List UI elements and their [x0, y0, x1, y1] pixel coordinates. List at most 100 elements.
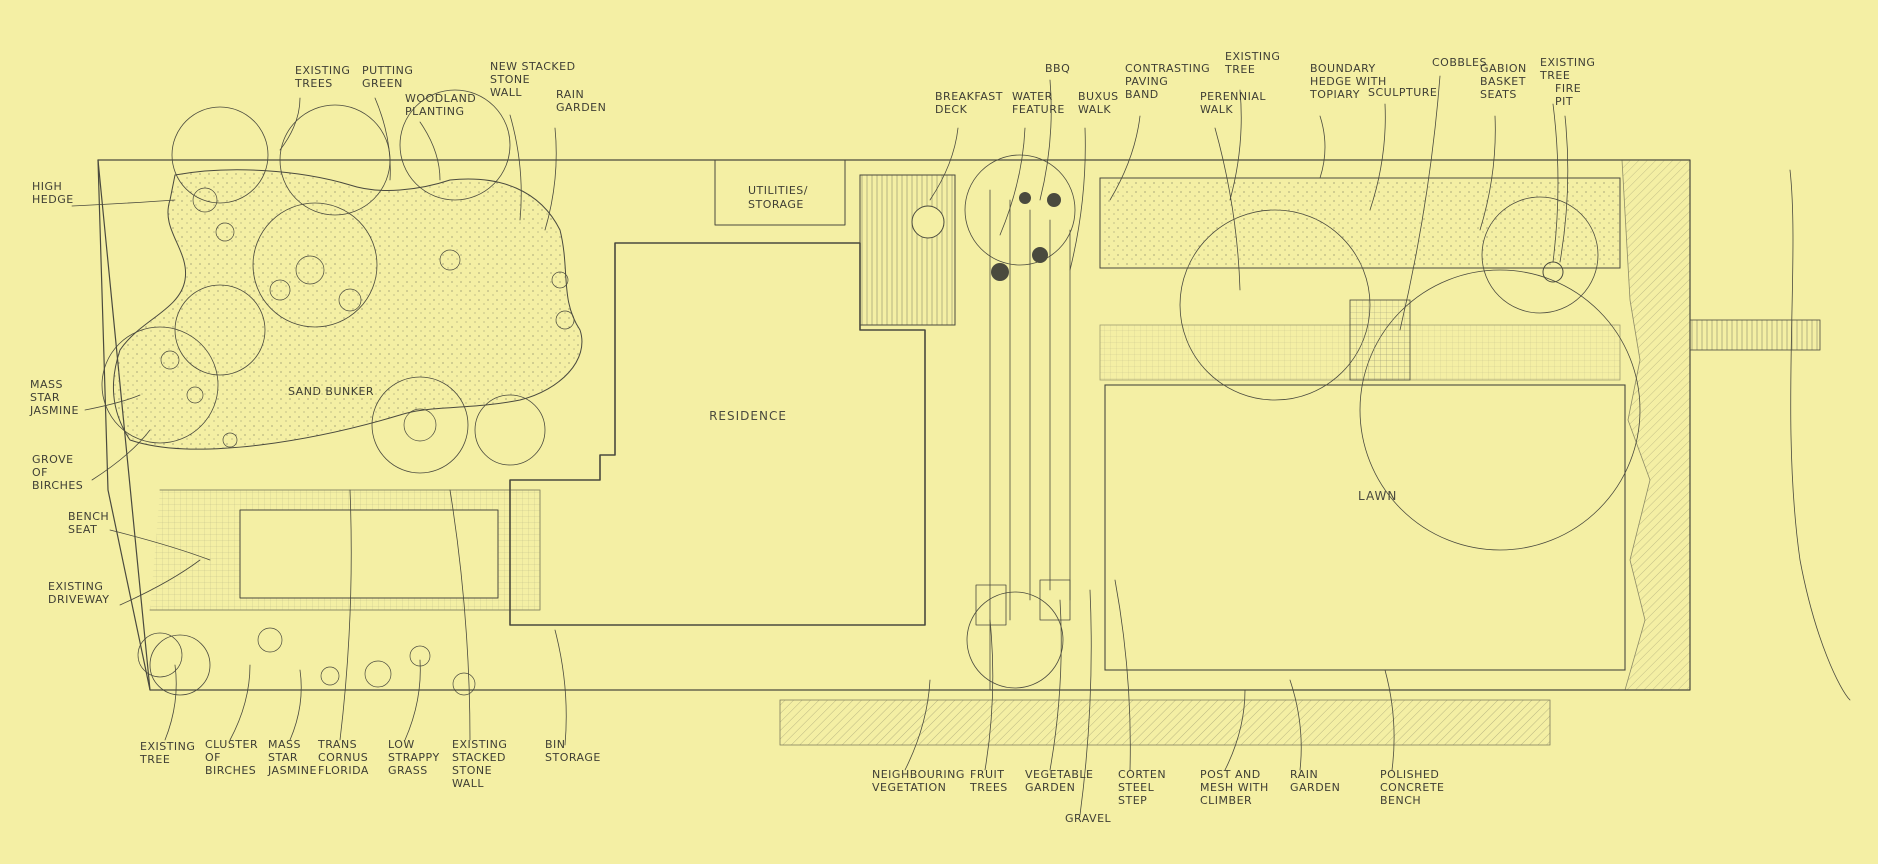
- annotation-line: BASKET: [1480, 75, 1526, 88]
- residence-label: RESIDENCE: [709, 409, 787, 423]
- annotation-line: SEATS: [1480, 88, 1517, 101]
- leader-line: [1049, 599, 1062, 771]
- annotation-line: POST AND: [1200, 768, 1261, 781]
- annotation-line: STONE: [490, 73, 530, 86]
- annotation-line: GARDEN: [1025, 781, 1075, 794]
- leader-line: [1289, 679, 1302, 771]
- leader-line: [449, 489, 471, 741]
- annotation-line: GREEN: [362, 77, 403, 90]
- annotation-line: FEATURE: [1012, 103, 1065, 116]
- shrub-clusters: [137, 187, 575, 696]
- annotation-line: STORAGE: [545, 751, 601, 764]
- annotation-line: DRIVEWAY: [48, 593, 110, 606]
- annotation-line: OF: [32, 466, 48, 479]
- annotation-line: BREAKFAST: [935, 90, 1003, 103]
- lawn-label: LAWN: [1358, 489, 1397, 503]
- annotation-line: FIRE: [1555, 82, 1581, 95]
- annotation-line: GRASS: [388, 764, 428, 777]
- neighbouring-vegetation-band: [779, 699, 1551, 746]
- annotation-line: CORNUS: [318, 751, 368, 764]
- annotation-line: MESH WITH: [1200, 781, 1269, 794]
- leader-line: [419, 121, 441, 181]
- annotation-line: LOW: [388, 738, 415, 751]
- outer-boundary-curve: [1789, 169, 1851, 701]
- annotation-line: GROVE: [32, 453, 74, 466]
- breakfast-deck: [859, 174, 956, 326]
- buxus-walk-strips: [975, 189, 1071, 691]
- utilities-line-2: STORAGE: [748, 198, 804, 211]
- annotation-line: BOUNDARY: [1310, 62, 1376, 75]
- front-garden-beds: [112, 169, 583, 611]
- annotation-line: COBBLES: [1432, 56, 1487, 69]
- annotation-line: STRAPPY: [388, 751, 440, 764]
- annotation-line: NEIGHBOURING: [872, 768, 965, 781]
- annotation-line: SCULPTURE: [1368, 86, 1437, 99]
- annotation-line: HEDGE WITH: [1310, 75, 1387, 88]
- annotation-line: GARDEN: [556, 101, 606, 114]
- leader-line: [1039, 79, 1052, 201]
- leader-line: [999, 127, 1026, 236]
- annotation-sculpture: SCULPTURE: [1368, 86, 1437, 99]
- leader-line: [1319, 115, 1326, 179]
- leader-line: [1109, 115, 1141, 201]
- annotation-line: EXISTING: [1225, 50, 1280, 63]
- leader-line: [164, 664, 177, 741]
- annotation-line: SEAT: [68, 523, 97, 536]
- annotation-line: VEGETATION: [872, 781, 946, 794]
- annotation-line: WALK: [1078, 103, 1111, 116]
- annotation-line: BIN: [545, 738, 566, 751]
- annotation-line: STAR: [268, 751, 298, 764]
- annotation-line: VEGETABLE: [1025, 768, 1093, 781]
- leader-line: [1079, 589, 1092, 816]
- leader-line: [404, 659, 421, 741]
- leader-line: [289, 669, 302, 741]
- annotation-line: NEW STACKED: [490, 60, 576, 73]
- lawn-area: [1104, 384, 1626, 671]
- leader-lines: [71, 75, 1569, 816]
- annotation-line: PERENNIAL: [1200, 90, 1266, 103]
- annotation-line: GRAVEL: [1065, 812, 1112, 825]
- leader-line: [1069, 127, 1086, 271]
- leader-line: [109, 529, 211, 561]
- annotation-line: BIRCHES: [205, 764, 256, 777]
- annotation-bbq: BBQ: [1045, 62, 1070, 75]
- annotation-line: CLIMBER: [1200, 794, 1252, 807]
- annotation-line: EXISTING: [452, 738, 507, 751]
- utilities-storage-area: [714, 159, 846, 226]
- utilities-line-1: UTILITIES/: [748, 184, 808, 197]
- annotation-line: FLORIDA: [318, 764, 369, 777]
- annotation-line: TREE: [1224, 63, 1255, 76]
- annotation-line: CORTEN: [1118, 768, 1166, 781]
- annotation-line: GARDEN: [1290, 781, 1340, 794]
- leader-line: [984, 619, 994, 771]
- leader-line: [1559, 115, 1569, 263]
- annotation-line: GABION: [1480, 62, 1527, 75]
- annotation-line: PUTTING: [362, 64, 413, 77]
- annotation-line: PIT: [1555, 95, 1573, 108]
- annotation-line: PLANTING: [405, 105, 464, 118]
- leader-line: [279, 97, 301, 151]
- annotation-line: EXISTING: [140, 740, 195, 753]
- annotation-line: HEDGE: [32, 193, 74, 206]
- leader-line: [1114, 579, 1131, 771]
